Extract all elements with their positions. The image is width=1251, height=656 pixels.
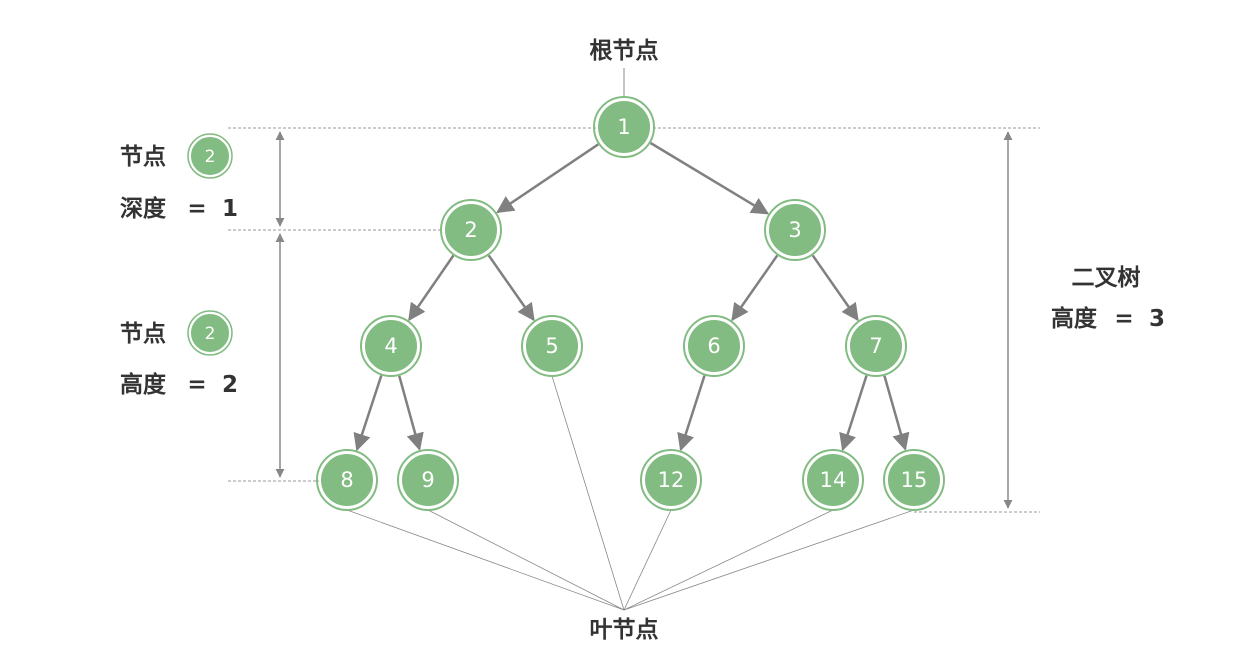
- tree-node-label-1: 1: [617, 115, 630, 139]
- tree-node-ring-9: [397, 449, 459, 511]
- tree-node-label-3: 3: [788, 218, 801, 242]
- tree-node-14: 14: [802, 449, 864, 511]
- depth-node-badge: 2: [187, 133, 233, 179]
- tree-height-word: 高度: [1051, 305, 1098, 332]
- tree-node-circle-9: [400, 452, 456, 508]
- tree-node-circle-5: [524, 318, 580, 374]
- height-value: 2: [222, 372, 238, 398]
- tree-node-ring-6: [683, 315, 745, 377]
- depth-node-word: 节点: [120, 144, 166, 170]
- tree-node-circle-8: [319, 452, 375, 508]
- leaf-label: 叶节点: [590, 617, 659, 643]
- tree-node-circle-1: [596, 99, 652, 155]
- tree-node-6: 6: [683, 315, 745, 377]
- tree-node-label-12: 12: [658, 468, 685, 492]
- tree-node-label-6: 6: [707, 334, 720, 358]
- tree-node-label-5: 5: [545, 334, 558, 358]
- leaf-pointer-12: [623, 509, 672, 611]
- height-node-badge-text: 2: [205, 324, 216, 344]
- tree-word: 二叉树: [1072, 265, 1141, 291]
- leaf-pointer-5: [551, 375, 625, 611]
- tree-node-4: 4: [360, 315, 422, 377]
- tree-node-ring-3: [764, 199, 826, 261]
- edge-7-15: [883, 375, 910, 451]
- tree-height-eq: =: [1114, 306, 1133, 332]
- tree-node-label-9: 9: [421, 468, 434, 492]
- tree-node-8: 8: [316, 449, 378, 511]
- tree-node-circle-7: [848, 318, 904, 374]
- height-eq: =: [187, 372, 206, 398]
- tree-node-ring-4: [360, 315, 422, 377]
- tree-node-circle-14: [805, 452, 861, 508]
- depth-eq: =: [187, 196, 206, 222]
- height-node-badge: 2: [187, 310, 233, 356]
- edge-4-8: [353, 375, 383, 452]
- tree-node-circle-2: [443, 202, 499, 258]
- tree-node-3: 3: [764, 199, 826, 261]
- height-word: 高度: [120, 371, 167, 398]
- tree-edges: [353, 141, 910, 452]
- tree-node-9: 9: [397, 449, 459, 511]
- edge-1-2: [496, 143, 599, 214]
- edge-2-5: [487, 254, 535, 322]
- depth-value: 1: [222, 196, 238, 222]
- tree-height-value: 3: [1149, 306, 1165, 332]
- edge-1-3: [649, 141, 770, 215]
- tree-node-ring-14: [802, 449, 864, 511]
- depth-node-badge-text: 2: [205, 147, 216, 167]
- leaf-pointer-14: [623, 509, 834, 611]
- tree-node-label-7: 7: [869, 334, 882, 358]
- tree-node-15: 15: [883, 449, 945, 511]
- root-label: 根节点: [590, 38, 659, 64]
- tree-node-label-15: 15: [901, 468, 928, 492]
- measure-arrows: [275, 131, 1013, 509]
- edge-2-4: [408, 254, 455, 322]
- tree-node-ring-1: [593, 96, 655, 158]
- tree-node-1: 1: [593, 96, 655, 158]
- tree-node-label-8: 8: [340, 468, 353, 492]
- depth-word: 深度: [120, 195, 167, 222]
- tree-node-circle-3: [767, 202, 823, 258]
- edge-3-7: [811, 254, 859, 322]
- tree-node-ring-5: [521, 315, 583, 377]
- tree-node-5: 5: [521, 315, 583, 377]
- leaf-pointer-15: [623, 509, 915, 611]
- tree-node-ring-2: [440, 199, 502, 261]
- tree-node-7: 7: [845, 315, 907, 377]
- tree-node-circle-12: [643, 452, 699, 508]
- tree-node-ring-15: [883, 449, 945, 511]
- tree-node-12: 12: [640, 449, 702, 511]
- tree-node-label-4: 4: [384, 334, 397, 358]
- height-node-word: 节点: [120, 321, 166, 347]
- tree-node-ring-8: [316, 449, 378, 511]
- leaf-pointer-lines: [346, 375, 915, 611]
- edge-7-14: [839, 375, 868, 452]
- leaf-pointer-8: [346, 509, 625, 611]
- tree-node-ring-12: [640, 449, 702, 511]
- tree-node-ring-7: [845, 315, 907, 377]
- leaf-pointer-9: [427, 509, 625, 611]
- tree-node-label-14: 14: [820, 468, 847, 492]
- tree-node-2: 2: [440, 199, 502, 261]
- edge-3-6: [731, 254, 779, 322]
- edge-4-9: [398, 375, 424, 451]
- tree-node-circle-15: [886, 452, 942, 508]
- edge-6-12: [677, 375, 706, 452]
- tree-node-label-2: 2: [464, 218, 477, 242]
- tree-node-circle-4: [363, 318, 419, 374]
- tree-node-circle-6: [686, 318, 742, 374]
